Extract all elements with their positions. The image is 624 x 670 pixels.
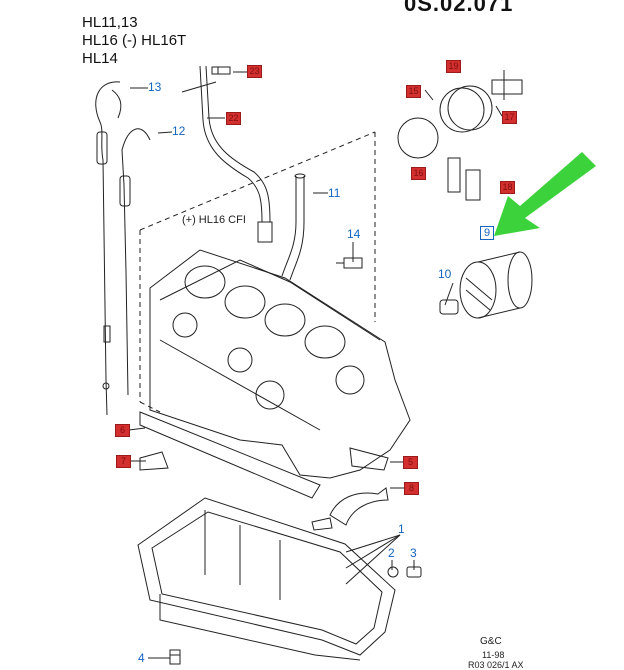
callout-14[interactable]: 14 [347, 227, 361, 241]
footer-ref: R03 026/1 AX [468, 660, 524, 670]
breather-hose-22 [181, 65, 273, 243]
callout-1[interactable]: 1 [398, 522, 405, 536]
callout-11[interactable]: 11 [328, 186, 341, 200]
callout-2[interactable]: 2 [388, 546, 395, 560]
oil-filter-9 [459, 251, 533, 319]
model-line-1: HL11,13 [82, 14, 138, 31]
callout-8[interactable]: 8 [404, 482, 419, 495]
footer-date: 11-98 [482, 650, 505, 660]
oil-cooler [397, 70, 523, 201]
sensor-14 [336, 257, 363, 269]
callout-19[interactable]: 19 [446, 60, 461, 73]
callout-22[interactable]: 22 [226, 112, 241, 125]
callout-18[interactable]: 18 [500, 181, 515, 194]
gasket-6 [139, 411, 321, 499]
callout-9[interactable]: 9 [480, 226, 494, 240]
callout-17[interactable]: 17 [502, 111, 517, 124]
callout-16[interactable]: 16 [411, 167, 426, 180]
footer-brand: G&C [480, 636, 502, 647]
hl16-cfi-note: (+) HL16 CFI [182, 214, 246, 226]
callout-5[interactable]: 5 [403, 456, 418, 469]
callout-10[interactable]: 10 [438, 267, 452, 281]
part-code: 0S.02.071 [404, 0, 514, 16]
highlight-arrow [494, 152, 596, 236]
seal-5 [349, 447, 389, 471]
drain-plug-2-3 [387, 566, 422, 578]
callout-23[interactable]: 23 [247, 65, 262, 78]
engine-block [149, 249, 411, 479]
callout-4[interactable]: 4 [138, 651, 145, 665]
callout-3[interactable]: 3 [410, 546, 417, 560]
model-line-3: HL14 [82, 50, 118, 67]
callout-13[interactable]: 13 [148, 80, 162, 94]
bearing-cap-8 [311, 487, 389, 531]
oil-pan-1 [137, 497, 396, 661]
hose-11 [281, 173, 306, 281]
drain-bolt-4 [169, 649, 181, 665]
callout-6[interactable]: 6 [115, 424, 130, 437]
leader-lines [128, 71, 503, 659]
callout-7[interactable]: 7 [116, 455, 131, 468]
adapter-10 [439, 299, 459, 315]
callout-12[interactable]: 12 [172, 124, 186, 138]
dipstick-13 [95, 81, 122, 416]
callout-15[interactable]: 15 [406, 85, 421, 98]
seal-7 [139, 451, 169, 471]
dipstick-tube-12 [119, 128, 151, 396]
bolt-23 [211, 66, 231, 75]
model-line-2: HL16 (-) HL16T [82, 32, 187, 49]
